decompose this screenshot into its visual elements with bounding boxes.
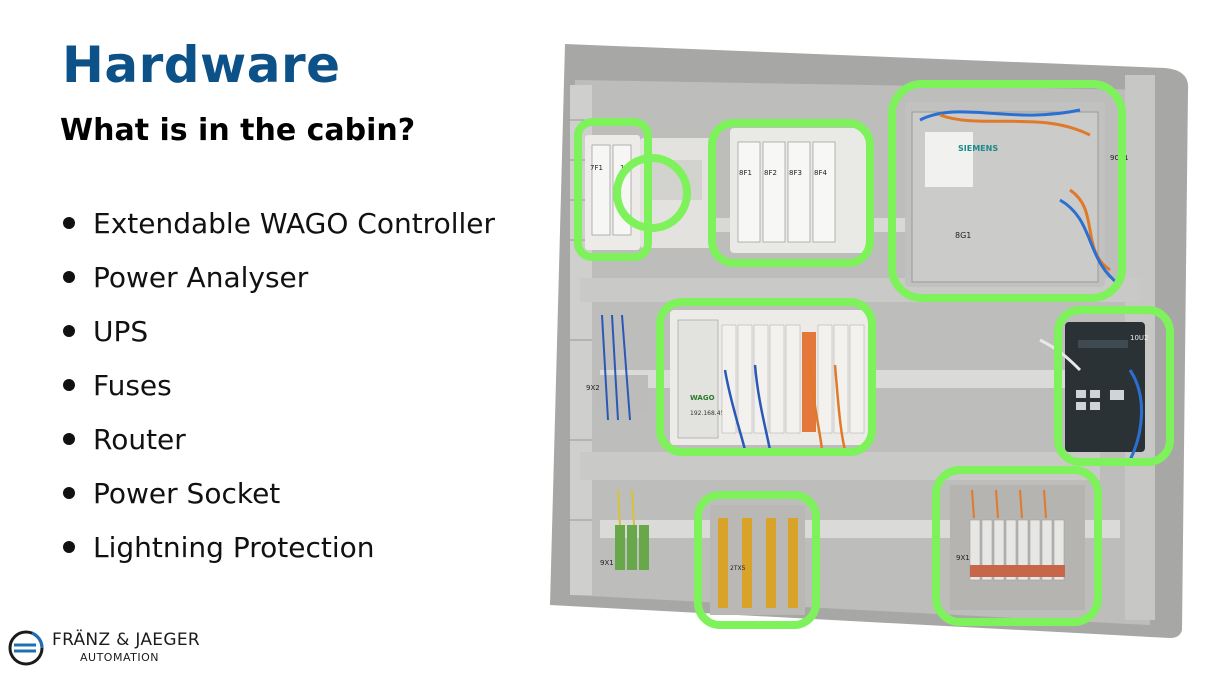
highlight-lightning-protection [694,491,820,629]
bullet-dot-icon [63,325,75,337]
highlight-wago-controller [656,298,876,456]
bullet-dot-icon [63,217,75,229]
highlight-fuses [708,119,874,267]
fuse-label: 8F1 [739,169,752,177]
surge-label: 2TX5 [730,565,746,572]
ups-label: 8G1 [955,231,971,240]
bullet-dot-icon [63,271,75,283]
wago-brand: WAGO [690,394,715,402]
bullet-item: Power Analyser [60,250,495,304]
bullet-text: Power Analyser [93,260,309,294]
highlight-power-socket [932,466,1102,626]
fuse-label: 8F3 [789,169,802,177]
bullet-item: Extendable WAGO Controller [60,196,495,250]
bullet-item: Fuses [60,358,495,412]
slide-subtitle: What is in the cabin? [60,113,416,148]
terminal-label: 9X1 [600,559,614,567]
bullet-item: Router [60,412,495,466]
wago-ip: 192.168.45.58 [690,410,734,417]
bullet-dot-icon [63,487,75,499]
bullet-text: UPS [93,314,149,348]
bullet-text: Fuses [93,368,172,402]
terminal-label: 9X2 [586,384,600,392]
bullet-item: UPS [60,304,495,358]
bullet-item: Lightning Protection [60,520,495,574]
logo-name: FRÄNZ & JAEGER [52,630,200,650]
highlight-router [1054,306,1174,466]
highlight-ups [888,80,1126,302]
fuse-label: 8F4 [814,169,827,177]
fuse-label: 8F2 [764,169,777,177]
ups-brand: SIEMENS [958,144,998,153]
company-logo-icon [8,630,44,666]
bullet-dot-icon [63,541,75,553]
bullet-text: Router [93,422,186,456]
slide-title: Hardware [62,36,341,94]
bullet-dot-icon [63,433,75,445]
router-label: 10U2 [1130,334,1148,342]
bullet-dot-icon [63,379,75,391]
bullet-text: Lightning Protection [93,530,375,564]
cabinet-photo: 7F1 1Q 8F1 8F2 8F3 8F4 SIEMENS 8G1 9OF1 … [550,44,1189,638]
bullet-text: Power Socket [93,476,281,510]
highlight-power-analyser [613,154,691,232]
bullet-item: Power Socket [60,466,495,520]
terminal-label: 9X1 [956,554,970,562]
fuse-label: 7F1 [590,164,603,172]
logo-sub: AUTOMATION [80,651,159,664]
highlight-fuses-left [574,118,652,261]
bullet-list: Extendable WAGO Controller Power Analyse… [60,196,495,574]
bullet-text: Extendable WAGO Controller [93,206,496,240]
